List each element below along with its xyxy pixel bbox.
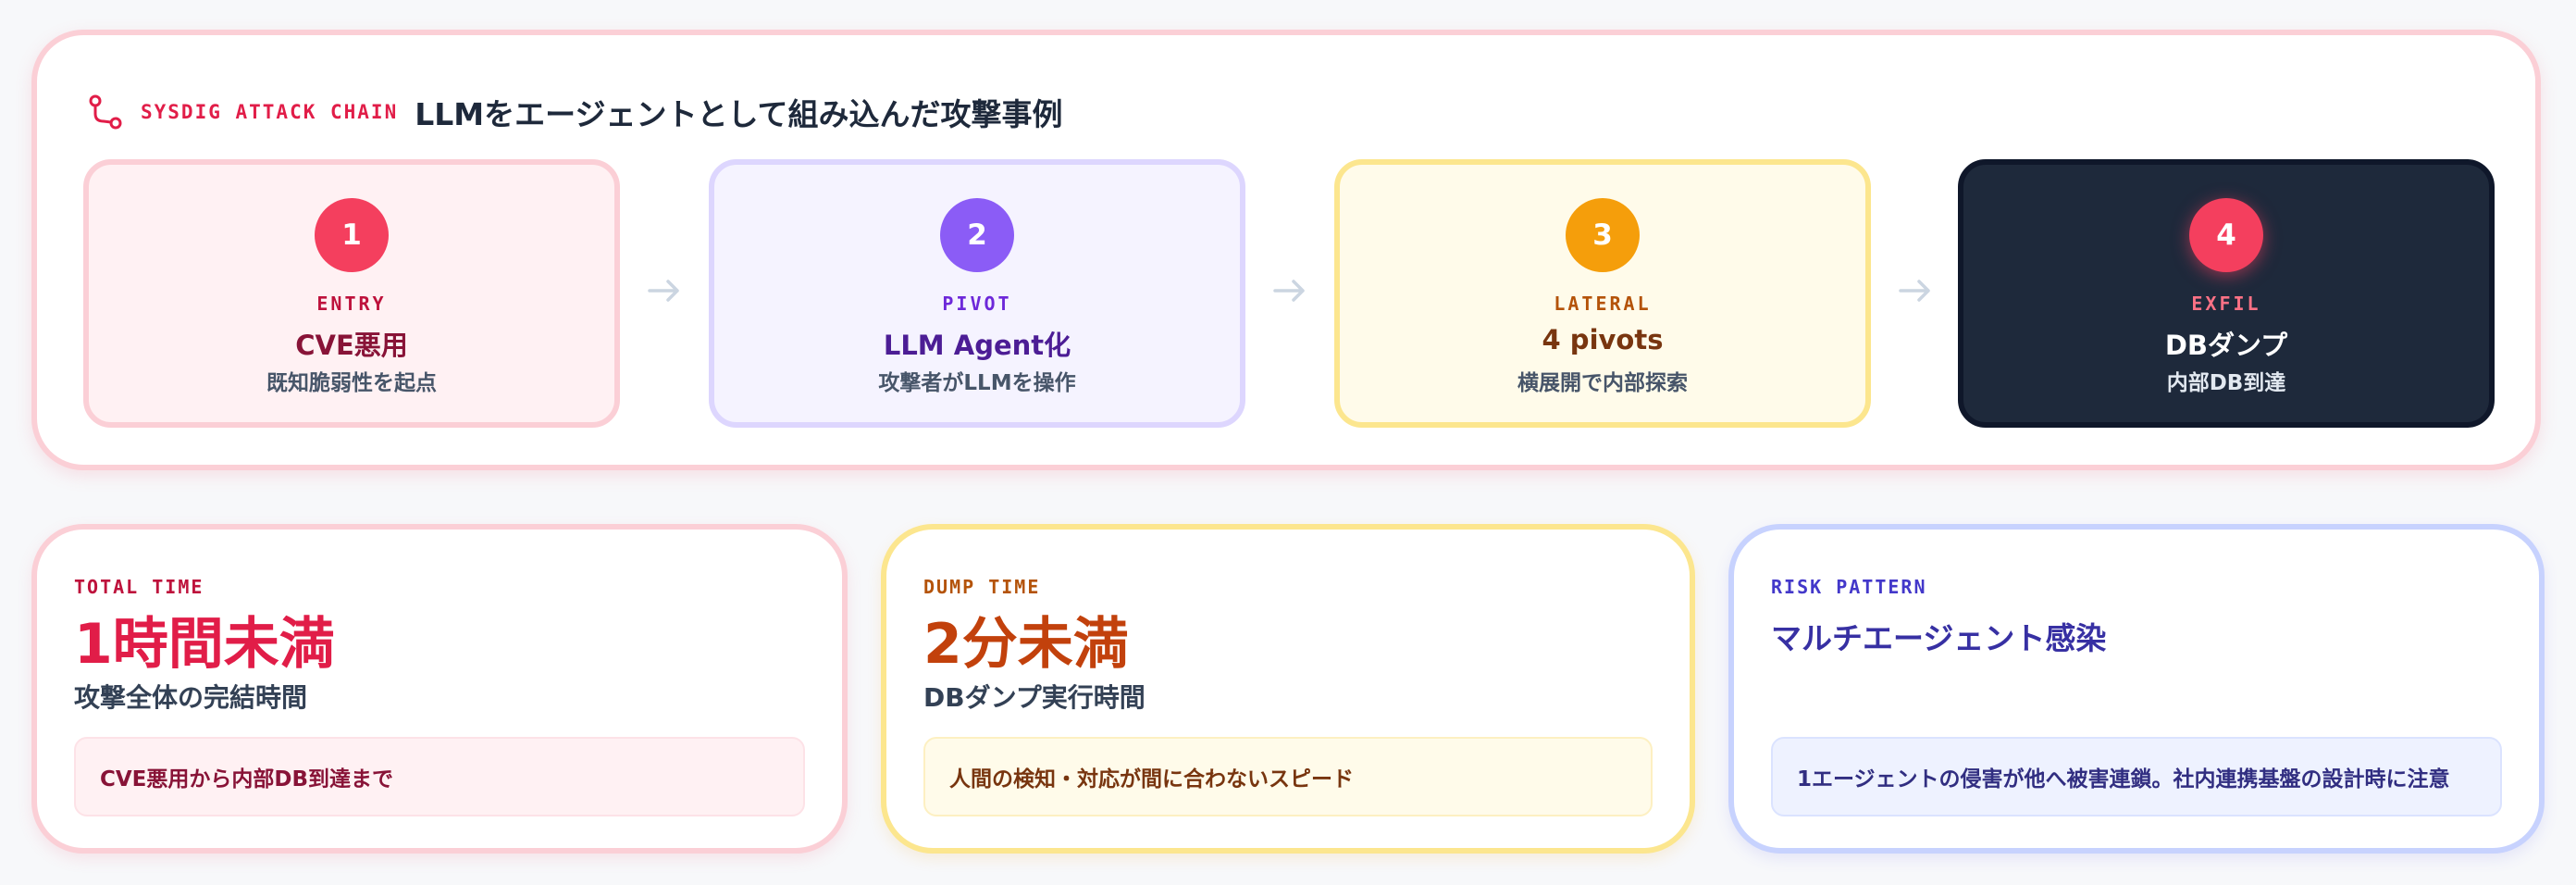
attack-chain-panel: SYSDIG ATTACK CHAIN LLMをエージェントとして組み込んだ攻撃… bbox=[31, 30, 2541, 470]
step-subtitle: 横展開で内部探索 bbox=[1517, 371, 1688, 395]
step-tag: EXFIL bbox=[2191, 293, 2261, 315]
card-note: CVE悪用から内部DB到達まで bbox=[74, 737, 805, 816]
card-dump-time: DUMP TIME 2分未満 DBダンプ実行時間 人間の検知・対応が間に合わない… bbox=[881, 524, 1695, 854]
route-icon bbox=[89, 94, 122, 130]
arrow-right-icon bbox=[1273, 280, 1305, 302]
chain-header: SYSDIG ATTACK CHAIN LLMをエージェントとして組み込んだ攻撃… bbox=[87, 89, 1062, 135]
step-title: DBダンプ bbox=[2164, 330, 2288, 361]
card-value: マルチエージェント感染 bbox=[1771, 620, 2107, 656]
step-number: 4 bbox=[2189, 198, 2263, 272]
card-note: 人間の検知・対応が間に合わないスピード bbox=[923, 737, 1653, 816]
step-subtitle: 既知脆弱性を起点 bbox=[266, 371, 437, 395]
card-risk-pattern: RISK PATTERN マルチエージェント感染 1エージェントの侵害が他へ被害… bbox=[1728, 524, 2545, 854]
step-pivot: 2 PIVOT LLM Agent化 攻撃者がLLMを操作 bbox=[709, 159, 1245, 428]
step-exfil: 4 EXFIL DBダンプ 内部DB到達 bbox=[1958, 159, 2495, 428]
attack-steps: 1 ENTRY CVE悪用 既知脆弱性を起点 2 PIVOT LLM Agent… bbox=[83, 159, 2495, 428]
card-value: 1時間未満 bbox=[74, 612, 335, 677]
step-number: 2 bbox=[940, 198, 1014, 272]
arrow-right-icon bbox=[648, 280, 679, 302]
chain-title: LLMをエージェントとして組み込んだ攻撃事例 bbox=[415, 96, 1063, 132]
card-label: DUMP TIME bbox=[923, 576, 1041, 598]
step-tag: ENTRY bbox=[316, 293, 387, 315]
card-label: TOTAL TIME bbox=[74, 576, 204, 598]
step-entry: 1 ENTRY CVE悪用 既知脆弱性を起点 bbox=[83, 159, 620, 428]
step-subtitle: 内部DB到達 bbox=[2166, 371, 2286, 395]
step-lateral: 3 LATERAL 4 pivots 横展開で内部探索 bbox=[1334, 159, 1871, 428]
step-tag: PIVOT bbox=[942, 293, 1012, 315]
chain-tag: SYSDIG ATTACK CHAIN bbox=[141, 101, 399, 123]
step-tag: LATERAL bbox=[1554, 293, 1652, 315]
card-note: 1エージェントの侵害が他へ被害連鎖。社内連携基盤の設計時に注意 bbox=[1771, 737, 2502, 816]
step-number: 3 bbox=[1566, 198, 1640, 272]
card-label: RISK PATTERN bbox=[1771, 576, 1927, 598]
card-subtitle: 攻撃全体の完結時間 bbox=[74, 682, 308, 713]
step-title: LLM Agent化 bbox=[883, 330, 1071, 361]
step-number: 1 bbox=[315, 198, 389, 272]
card-value: 2分未満 bbox=[923, 612, 1129, 677]
card-total-time: TOTAL TIME 1時間未満 攻撃全体の完結時間 CVE悪用から内部DB到達… bbox=[31, 524, 848, 854]
step-subtitle: 攻撃者がLLMを操作 bbox=[878, 371, 1076, 395]
arrow-right-icon bbox=[1899, 280, 1930, 302]
card-subtitle: DBダンプ実行時間 bbox=[923, 682, 1146, 713]
step-title: 4 pivots bbox=[1542, 324, 1664, 355]
step-title: CVE悪用 bbox=[295, 330, 408, 361]
